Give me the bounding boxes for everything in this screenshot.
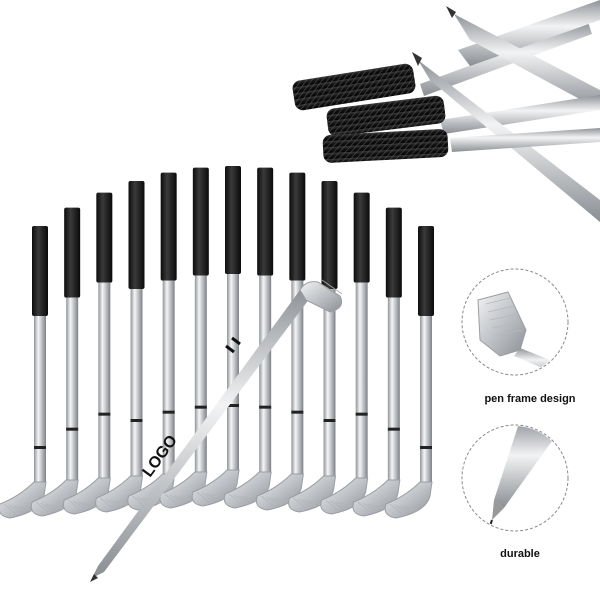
golf-pen-9 (255, 172, 306, 511)
golf-pen-10 (288, 181, 338, 513)
closeup-pen-1 (292, 0, 600, 111)
golf-pen-7 (191, 166, 241, 507)
golf-pen-8 (223, 167, 274, 509)
golf-pen-5 (127, 172, 177, 511)
golf-pen-11 (320, 192, 370, 515)
golf-pen-1 (0, 226, 48, 519)
caption-pen-frame-design: pen frame design (484, 393, 576, 405)
caption-durable: durable (500, 548, 540, 560)
golf-pen-12 (352, 207, 402, 517)
golf-pen-3 (62, 192, 113, 515)
pens-closeup-group (292, 0, 600, 222)
golf-pen-4 (95, 181, 145, 513)
callout-pen-tip (461, 424, 569, 532)
golf-pens-fan (0, 166, 434, 519)
closeup-pen-3 (322, 128, 600, 163)
featured-pen: LOGO (90, 279, 343, 582)
golf-pen-13 (384, 226, 434, 519)
golf-pen-2 (30, 207, 81, 517)
callout-club-head (461, 268, 569, 376)
